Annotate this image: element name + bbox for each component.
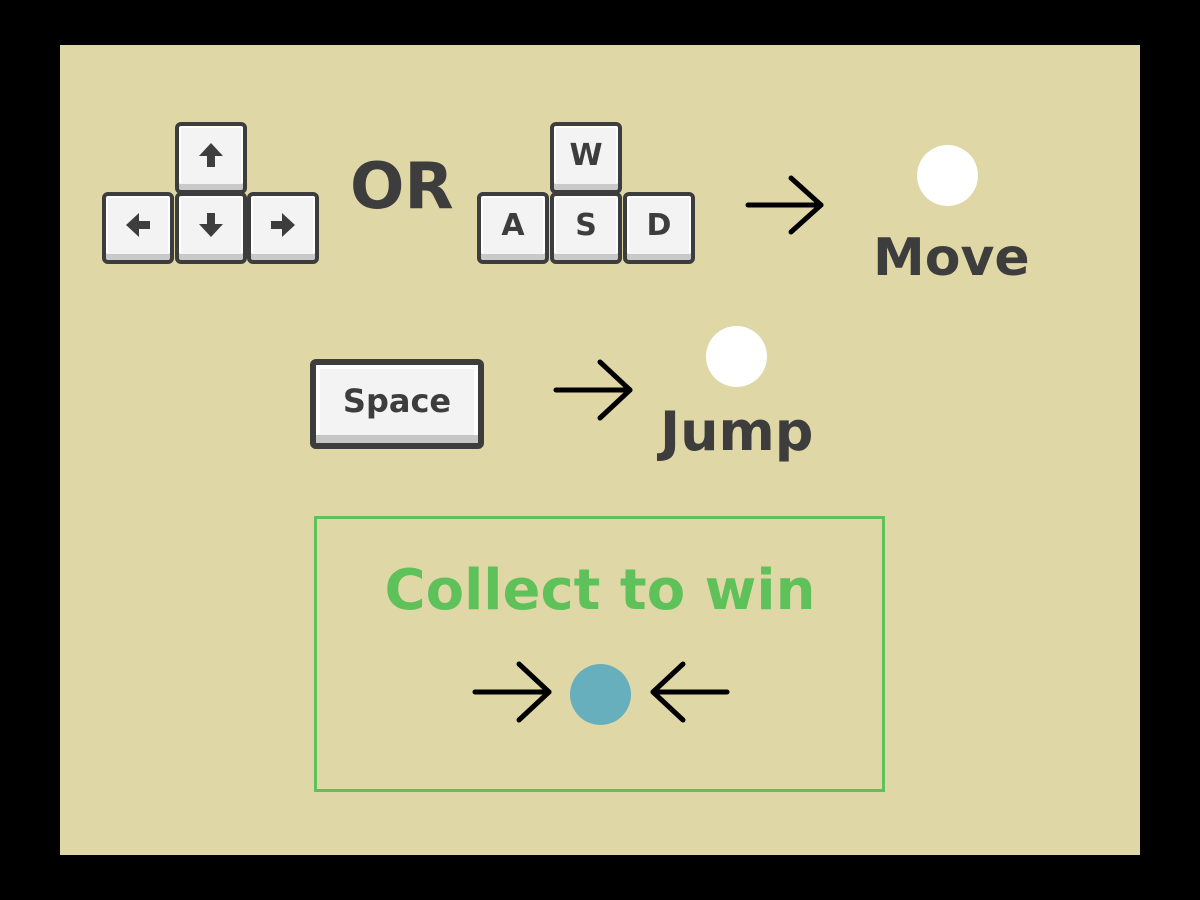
move-arrow-icon — [745, 175, 824, 235]
key-down — [175, 192, 247, 264]
key-d-label: D — [646, 207, 672, 243]
key-up — [175, 122, 247, 194]
move-label: Move — [873, 228, 1030, 288]
key-left — [102, 192, 174, 264]
key-w: W — [550, 122, 622, 194]
key-a: A — [477, 192, 549, 264]
arrow-down-icon — [199, 213, 223, 237]
arrow-left-icon — [126, 213, 150, 237]
jump-label: Jump — [660, 400, 814, 463]
key-d: D — [623, 192, 695, 264]
player-dot-move — [917, 145, 978, 206]
goal-arrow-right-icon — [472, 661, 552, 723]
arrow-up-icon — [199, 143, 223, 167]
key-right — [247, 192, 319, 264]
goal-title: Collect to win — [384, 558, 816, 623]
player-dot-jump — [706, 326, 767, 387]
collectible-dot — [570, 664, 631, 725]
key-space-label: Space — [342, 382, 452, 420]
goal-box — [314, 516, 885, 792]
key-space: Space — [310, 359, 484, 449]
key-w-label: W — [569, 137, 603, 173]
jump-arrow-icon — [553, 359, 633, 421]
arrow-right-icon — [271, 213, 295, 237]
key-a-label: A — [501, 207, 525, 243]
goal-arrow-left-icon — [650, 661, 730, 723]
key-s: S — [550, 192, 622, 264]
key-s-label: S — [575, 207, 597, 243]
or-label: OR — [350, 150, 454, 224]
